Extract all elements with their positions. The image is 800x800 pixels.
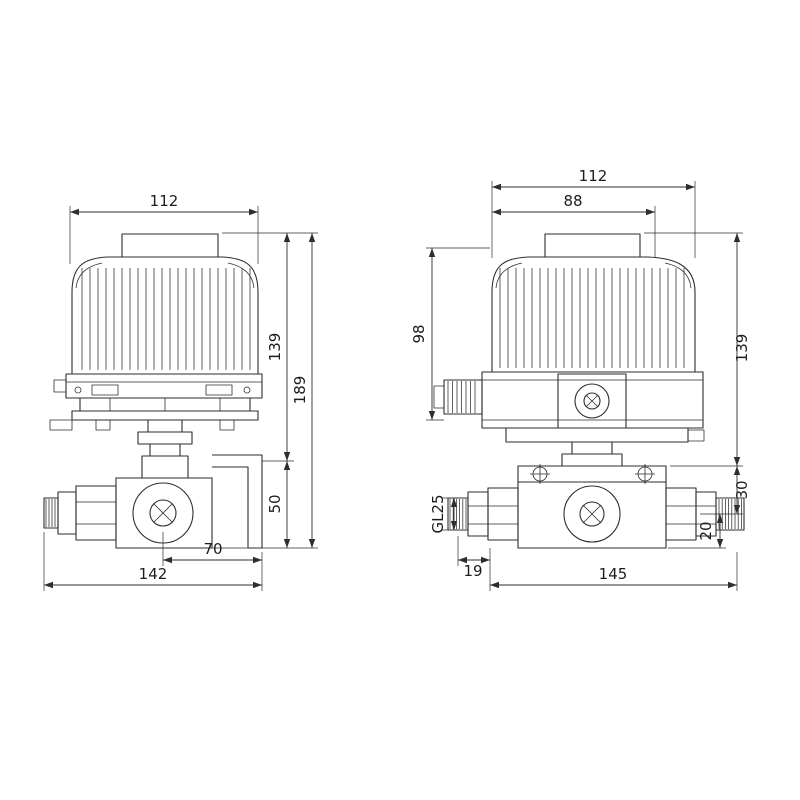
valve-body-front xyxy=(517,464,667,549)
dim-side-top-width: 112 xyxy=(69,192,259,264)
mounting-bracket xyxy=(212,454,263,549)
valve-stem-front xyxy=(561,441,623,467)
actuator-dome xyxy=(71,256,259,375)
front-view: 112 88 98 139 30 xyxy=(410,167,751,591)
pipe-fitting-front-left xyxy=(447,487,519,541)
dim-label-front-total-width: 145 xyxy=(599,565,628,583)
pipe-fitting-left xyxy=(43,485,117,541)
dim-label-front-inner-width: 88 xyxy=(563,192,582,210)
dim-front-body-height: 139 xyxy=(644,232,751,467)
dim-label-side-top-width: 112 xyxy=(150,192,179,210)
dim-label-side-body-height: 139 xyxy=(266,333,284,362)
dim-front-total-width: 145 xyxy=(490,552,738,591)
dim-front-side-height: 98 xyxy=(410,247,490,421)
valve-stem xyxy=(137,419,193,479)
dim-label-side-valve-height: 50 xyxy=(266,494,284,513)
dim-label-front-flange-height: 30 xyxy=(733,480,751,499)
cable-gland-ribs xyxy=(447,381,476,413)
dome-ribs-front xyxy=(499,268,685,368)
dim-label-front-side-height: 98 xyxy=(410,324,428,343)
dim-front-gland-offset: 19 xyxy=(457,536,491,591)
valve-body-side xyxy=(115,477,213,549)
dim-label-side-total-height: 189 xyxy=(291,376,309,405)
dim-side-total-height: 189 xyxy=(212,233,318,549)
dim-front-inner-width: 88 xyxy=(492,192,656,258)
dim-label-side-port-offset: 70 xyxy=(203,540,222,558)
thread-hatch-left xyxy=(45,499,56,527)
housing-base xyxy=(49,373,263,431)
dim-front-top-width: 112 xyxy=(491,167,696,258)
actuator-cap xyxy=(121,233,219,258)
dim-label-side-total-width: 142 xyxy=(139,565,168,583)
dim-side-total-width: 142 xyxy=(43,532,262,591)
thread-hatch-front-left xyxy=(449,499,467,529)
dim-side-port-offset: 70 xyxy=(162,532,263,591)
dome-ribs xyxy=(81,268,251,370)
actuator-dome-front xyxy=(491,256,696,373)
actuator-cap-front xyxy=(544,233,641,258)
housing-front xyxy=(481,371,705,443)
flange-bolt-right xyxy=(635,464,655,484)
dim-label-front-port-height: 20 xyxy=(697,521,715,540)
flange-bolt-left xyxy=(530,464,550,484)
side-view: 112 139 189 50 70 xyxy=(43,192,318,591)
dim-front-port-height: 20 xyxy=(668,514,726,549)
dim-label-front-body-height: 139 xyxy=(733,334,751,363)
dim-label-front-top-width: 112 xyxy=(579,167,608,185)
dim-label-front-thread: GL25 xyxy=(429,494,447,533)
dim-front-thread: GL25 xyxy=(429,494,460,534)
dim-side-body-height: 139 xyxy=(222,232,318,462)
dim-side-valve-height: 50 xyxy=(266,461,291,548)
dim-label-front-gland-offset: 19 xyxy=(463,562,482,580)
